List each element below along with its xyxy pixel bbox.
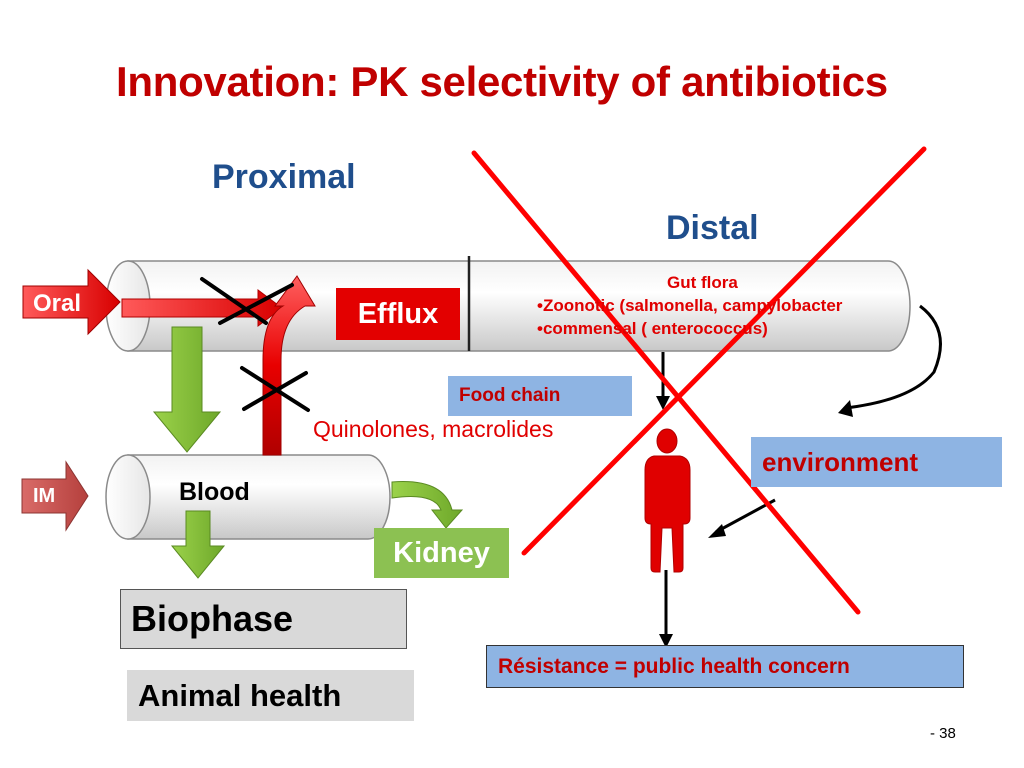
efflux-box: Efflux — [336, 288, 460, 340]
im-arrow-shape — [21, 460, 89, 532]
im-label: IM — [33, 485, 56, 507]
distribution-down-arrow — [170, 510, 226, 579]
quinolones-label: Quinolones, macrolides — [313, 416, 554, 442]
intestine-tube — [105, 256, 911, 352]
oral-absorption-arrow — [121, 289, 283, 327]
human-to-resistance-arrow — [659, 570, 673, 648]
food-chain-arrow — [656, 352, 670, 410]
page-title: Innovation: PK selectivity of antibiotic… — [116, 58, 888, 105]
gut-flora-item: •Zoonotic (salmonella, campylobacter — [537, 296, 843, 315]
blocked-efflux-cross — [240, 366, 310, 412]
kidney-box: Kidney — [374, 528, 509, 578]
efflux-arrow — [262, 275, 316, 456]
oral-label: Oral — [33, 290, 82, 317]
gut-flora-heading: Gut flora — [667, 273, 738, 292]
page-number: - 38 — [930, 725, 956, 742]
gut-flora-item: •commensal ( enterococcus) — [537, 319, 768, 338]
oral-arrow-shape — [22, 268, 121, 336]
human-figure-icon — [644, 428, 691, 573]
distal-crossed-out — [471, 146, 927, 615]
food-chain-box: Food chain — [448, 376, 632, 416]
blocked-absorption-cross — [200, 277, 294, 325]
gut-to-environment-arrow — [838, 304, 942, 417]
absorption-down-arrow — [152, 326, 222, 453]
environment-to-human-arrow — [708, 498, 776, 538]
animal-health-box: Animal health — [127, 670, 414, 721]
renal-elimination-arrow — [391, 481, 464, 529]
proximal-label: Proximal — [212, 158, 356, 196]
biophase-box: Biophase — [120, 589, 407, 649]
blood-label: Blood — [179, 478, 250, 506]
environment-box: environment — [751, 437, 1002, 487]
resistance-box: Résistance = public health concern — [486, 645, 964, 688]
distal-label: Distal — [666, 209, 759, 247]
